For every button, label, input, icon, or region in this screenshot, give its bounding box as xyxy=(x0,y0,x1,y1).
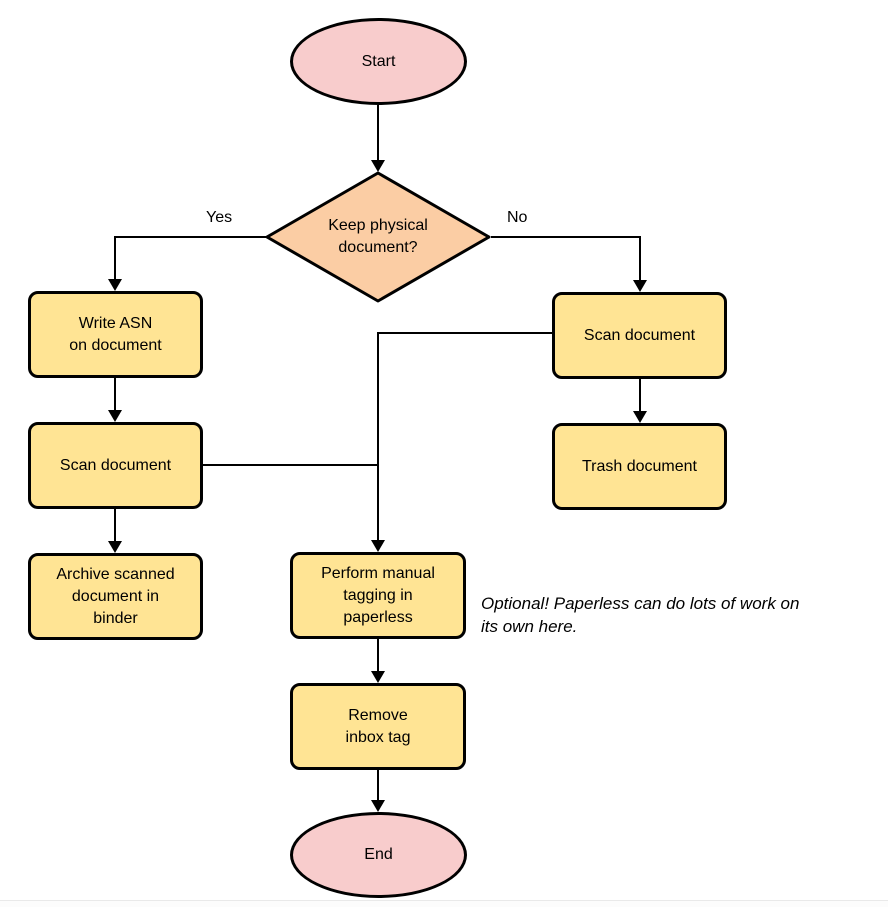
arrowhead-icon xyxy=(371,540,385,552)
edge-label-yes: Yes xyxy=(206,209,233,226)
edge-no-h xyxy=(491,236,640,238)
node-end-label: End xyxy=(364,846,393,863)
window-bottom-strip xyxy=(0,901,888,907)
arrowhead-icon xyxy=(108,541,122,553)
edge-start-decision xyxy=(377,105,379,161)
arrowhead-icon xyxy=(108,279,122,291)
node-scan-document-right: Scan document xyxy=(552,292,727,379)
edge-yes-h xyxy=(115,236,266,238)
node-archive: Archive scanned document in binder xyxy=(28,553,203,640)
node-end: End xyxy=(290,812,467,898)
edge-tagging-remove xyxy=(377,639,379,672)
arrowhead-icon xyxy=(633,280,647,292)
arrowhead-icon xyxy=(108,410,122,422)
node-tagging: Perform manual tagging in paperless xyxy=(290,552,466,639)
arrowhead-icon xyxy=(633,411,647,423)
node-start: Start xyxy=(290,18,467,105)
edge-writeasn-scan xyxy=(114,378,116,411)
diamond-shape xyxy=(265,171,491,303)
edge-yes-v xyxy=(114,236,116,280)
edge-scan-trash xyxy=(639,379,641,412)
edge-scanright-merge xyxy=(377,332,552,334)
node-decision-label: Keep physical document? xyxy=(328,217,428,256)
arrowhead-icon xyxy=(371,800,385,812)
edge-merge-tagging xyxy=(377,332,379,541)
arrowhead-icon xyxy=(371,160,385,172)
node-trash: Trash document xyxy=(552,423,727,510)
edge-scan-archive xyxy=(114,509,116,542)
edge-no-v xyxy=(639,236,641,281)
arrowhead-icon xyxy=(371,671,385,683)
edge-scanleft-merge xyxy=(203,464,378,466)
node-scan-document-left: Scan document xyxy=(28,422,203,509)
node-decision: Keep physical document? xyxy=(265,171,491,303)
edge-remove-end xyxy=(377,770,379,801)
node-start-label: Start xyxy=(361,52,396,70)
node-write-asn: Write ASN on document xyxy=(28,291,203,378)
window-bottom-divider xyxy=(0,900,888,901)
node-remove-inbox: Remove inbox tag xyxy=(290,683,466,770)
edge-label-no: No xyxy=(507,209,528,226)
note-optional: Optional! Paperless can do lots of work … xyxy=(481,594,800,636)
